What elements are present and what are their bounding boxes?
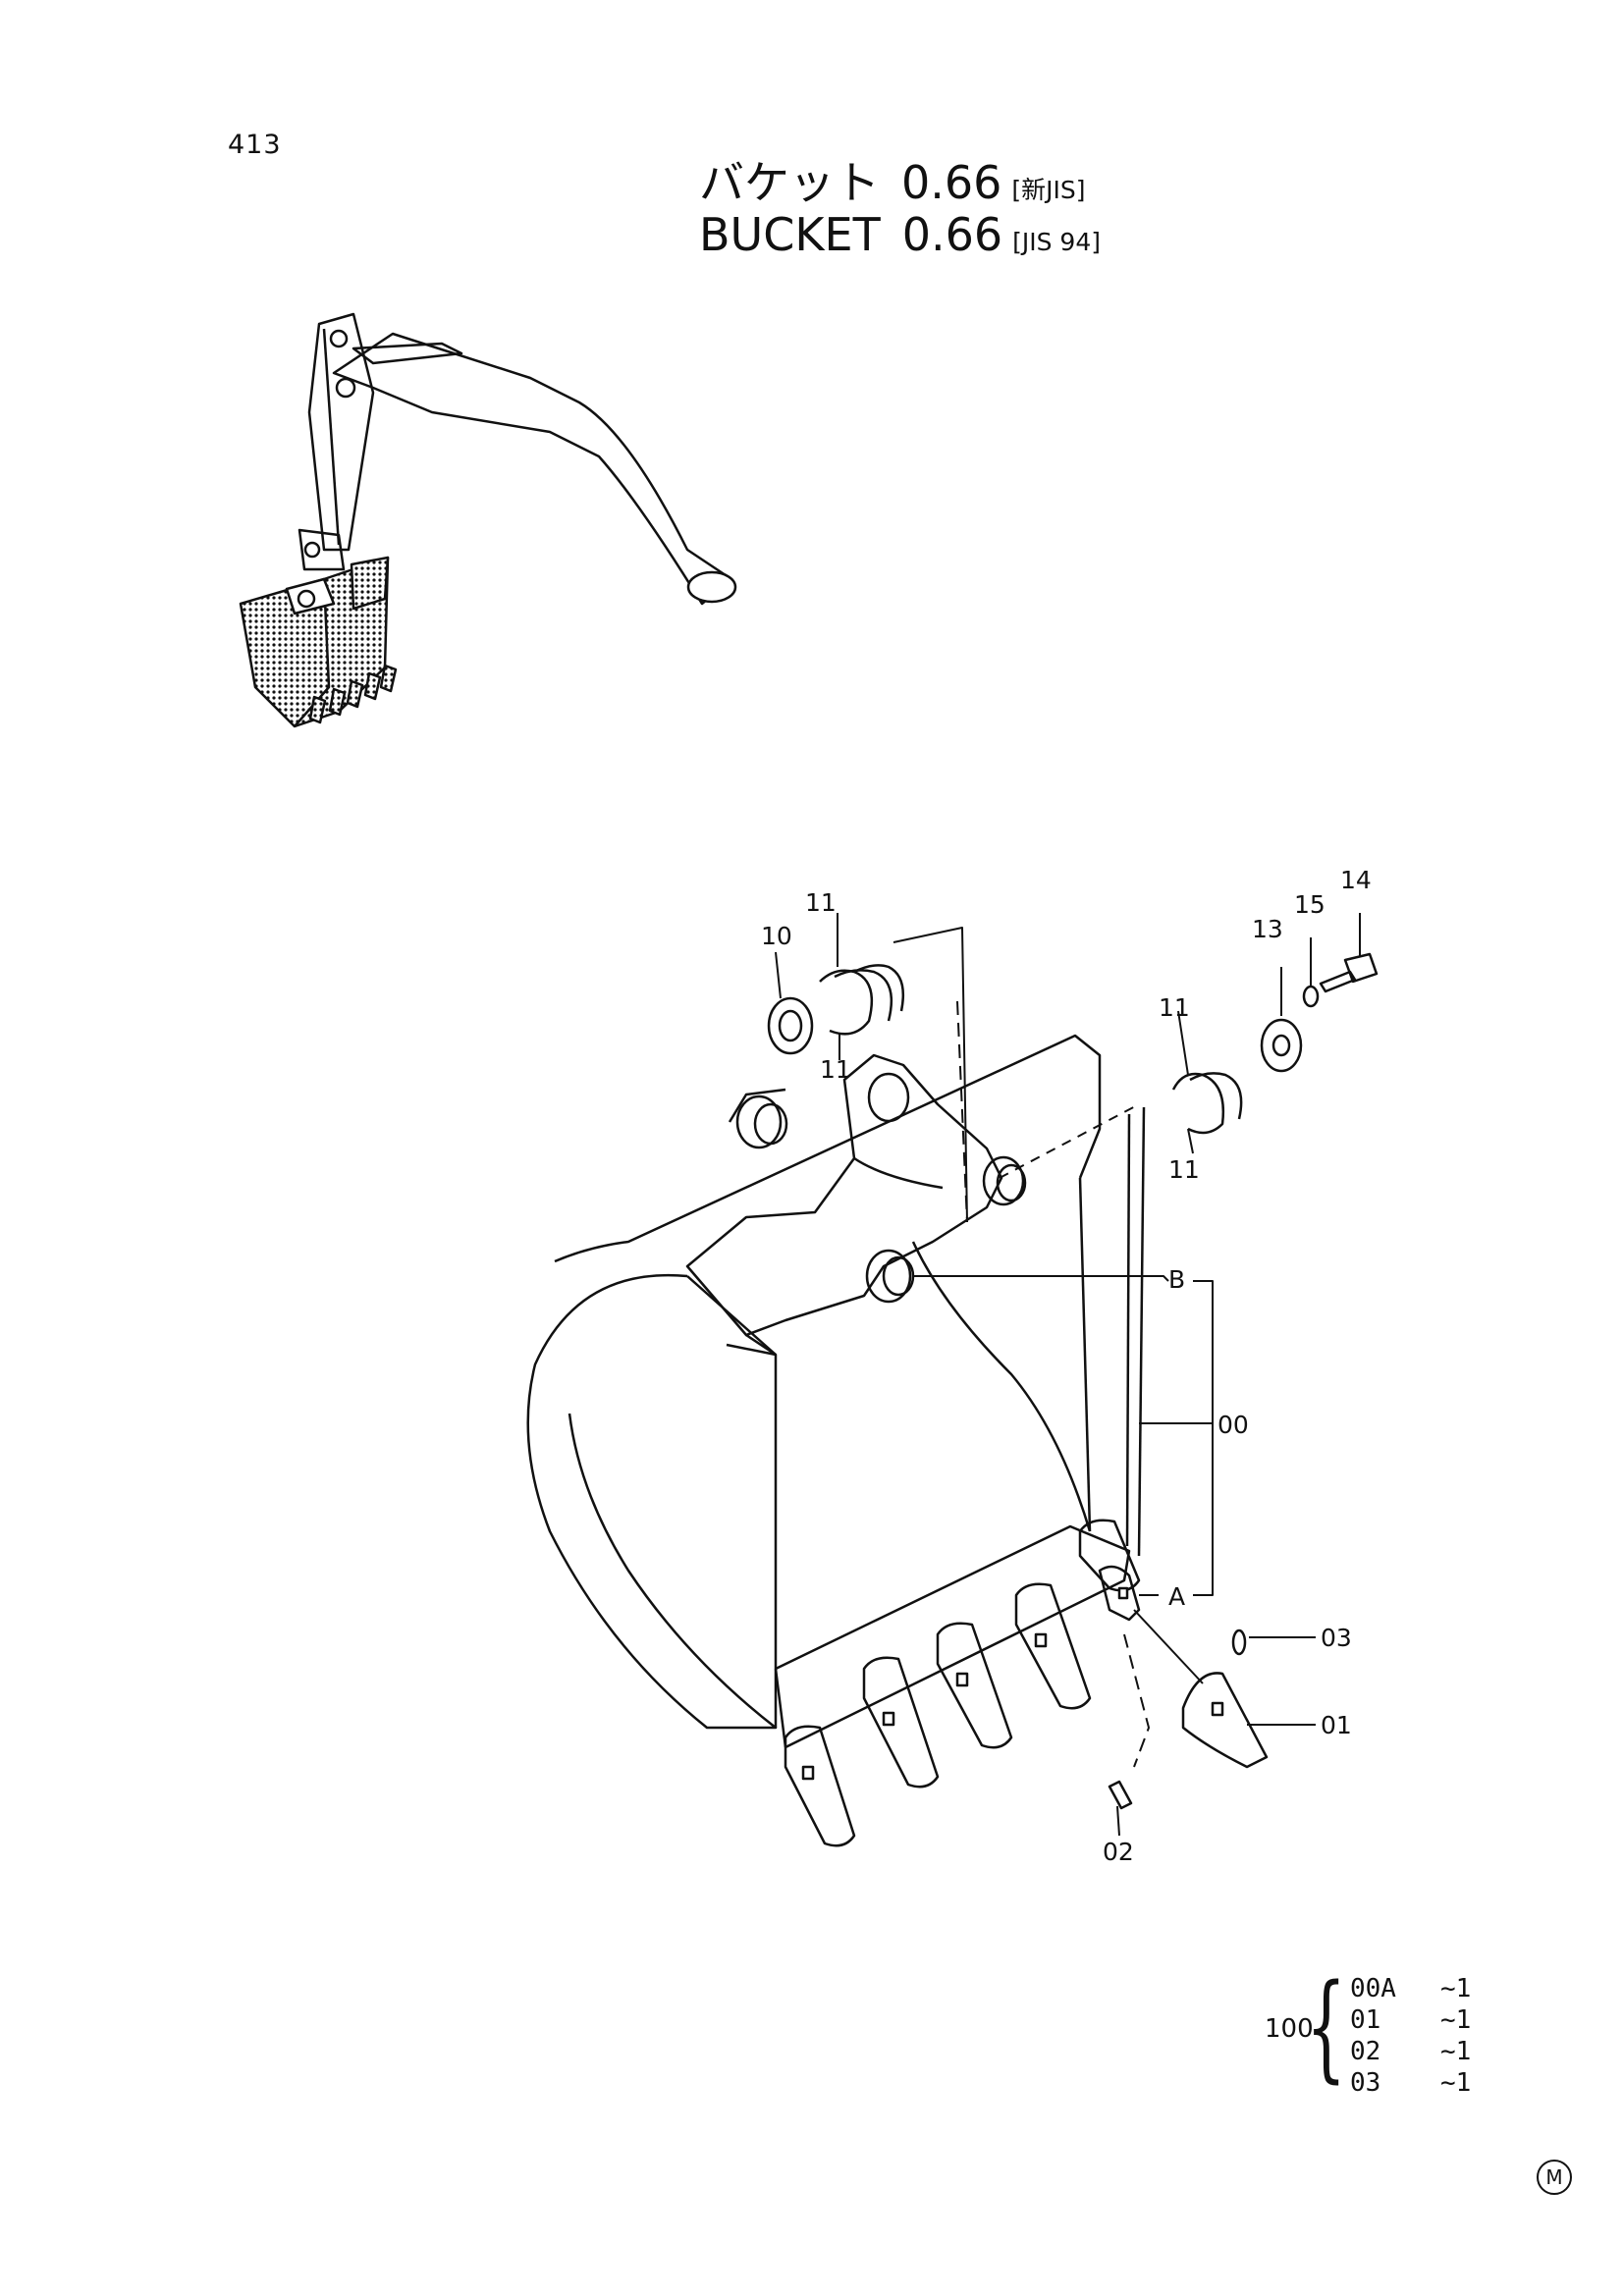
callout-a: A: [1168, 1582, 1185, 1611]
title-jp-tag: [新JIS]: [1011, 176, 1086, 204]
callout-13: 13: [1252, 915, 1283, 943]
callout-11-bottom-left: 11: [820, 1055, 851, 1084]
title-japanese: バケット 0.66 [新JIS]: [699, 147, 1086, 212]
kit-item-qty: ~1: [1440, 2005, 1472, 2035]
title-jp-label: バケット: [699, 156, 880, 209]
callout-15: 15: [1294, 890, 1325, 919]
kit-number: 100: [1265, 2014, 1314, 2044]
kit-item: 02 ~1: [1350, 2036, 1509, 2067]
kit-item-code: 01: [1350, 2005, 1381, 2035]
callout-b: B: [1168, 1265, 1185, 1294]
title-en-value: 0.66: [901, 208, 1003, 261]
corner-mark: M: [1537, 2160, 1572, 2195]
callout-01: 01: [1321, 1711, 1352, 1739]
kit-item: 03 ~1: [1350, 2067, 1509, 2099]
callout-11-bottom-right: 11: [1168, 1155, 1200, 1184]
kit-item-code: 03: [1350, 2068, 1381, 2098]
title-en-label: BUCKET: [699, 208, 881, 261]
kit-brace: {: [1306, 1958, 1347, 2094]
callout-02: 02: [1103, 1838, 1134, 1866]
excavator-arm-illustration: [239, 312, 737, 728]
kit-item-qty: ~1: [1440, 2068, 1472, 2098]
bucket-teeth: [784, 1519, 1141, 1847]
title-english: BUCKET 0.66 [JIS 94]: [699, 208, 1101, 261]
page-number: 413: [228, 130, 282, 160]
kit-item-code: 00A: [1350, 1974, 1396, 2003]
kit-item-qty: ~1: [1440, 2037, 1472, 2066]
kit-list: 00A ~1 01 ~1 02 ~1 03 ~1: [1350, 1973, 1509, 2099]
callout-00: 00: [1217, 1411, 1249, 1439]
kit-item: 00A ~1: [1350, 1973, 1509, 2004]
kit-item: 01 ~1: [1350, 2004, 1509, 2036]
kit-item-code: 02: [1350, 2037, 1381, 2066]
callout-14: 14: [1340, 866, 1372, 894]
callout-10: 10: [761, 922, 792, 950]
callout-11-top-left: 11: [805, 888, 837, 917]
callout-03: 03: [1321, 1624, 1352, 1652]
title-jp-value: 0.66: [901, 156, 1002, 209]
title-en-tag: [JIS 94]: [1012, 228, 1101, 256]
kit-item-qty: ~1: [1440, 1974, 1472, 2003]
callout-11-top-right: 11: [1159, 993, 1190, 1022]
bucket-drawing: [526, 913, 1379, 1847]
